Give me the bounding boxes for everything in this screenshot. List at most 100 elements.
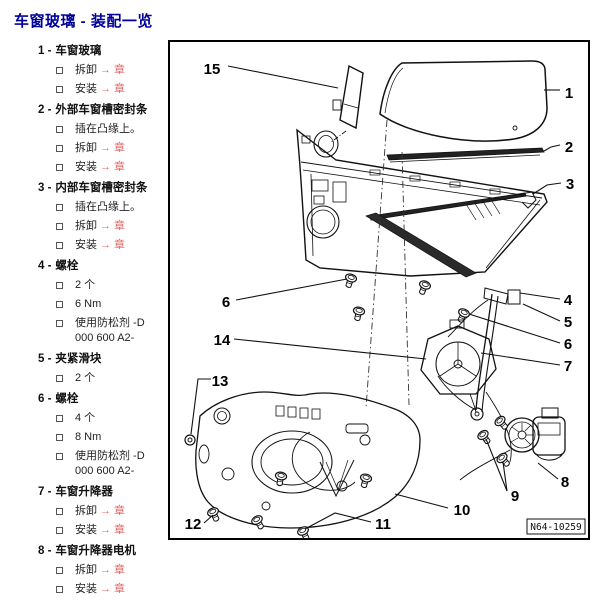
legend-sub: 拆卸→章: [56, 61, 170, 80]
callout-13: 13: [212, 373, 229, 390]
bullet-square-icon: [56, 204, 63, 211]
legend-item-header: 6 -螺栓: [38, 392, 170, 407]
legend-item-1: 1 -车窗玻璃 拆卸→章 安装→章: [38, 44, 170, 99]
bullet-square-icon: [56, 126, 63, 133]
sub-text: 安装: [75, 583, 97, 595]
legend-sub: 8 Nm: [56, 428, 170, 447]
figure-code-label: N64-10259: [530, 522, 582, 533]
sub-text: 拆卸: [75, 505, 97, 517]
item-label: 车窗升降器: [55, 486, 113, 498]
bullet-square-icon: [56, 242, 63, 249]
item-label: 夹紧滑块: [55, 353, 102, 365]
chapter-link[interactable]: 章: [114, 64, 125, 76]
callout-4: 4: [564, 292, 573, 309]
sub-text: 插在凸缘上。: [75, 201, 141, 213]
item-label: 螺栓: [55, 260, 79, 272]
item-number: 6 -: [38, 393, 52, 405]
legend-item-4: 4 -螺栓 2 个 6 Nm 使用防松剂 -D 000 600 A2-: [38, 259, 170, 348]
legend-sub: 安装→章: [56, 158, 170, 177]
bullet-square-icon: [56, 567, 63, 574]
arrow-right-icon: →: [100, 239, 111, 251]
legend-item-7: 7 -车窗升降器 拆卸→章 安装→章: [38, 485, 170, 540]
item-number: 5 -: [38, 353, 52, 365]
chapter-link[interactable]: 章: [114, 142, 125, 154]
bullet-square-icon: [56, 67, 63, 74]
arrow-right-icon: →: [100, 161, 111, 173]
item-label: 车窗玻璃: [55, 45, 102, 57]
bullet-square-icon: [56, 375, 63, 382]
legend-sub: 安装→章: [56, 236, 170, 255]
sub-text: 拆卸: [75, 220, 97, 232]
legend-item-header: 8 -车窗升降器电机: [38, 544, 170, 559]
callout-11: 11: [375, 516, 391, 533]
sub-text: 使用防松剂 -D 000 600 A2-: [75, 317, 145, 344]
callout-numbers: 15 1 2 3 4 5 6 7 8 9 10 11 12 13 14 6: [185, 61, 575, 533]
bullet-square-icon: [56, 301, 63, 308]
chapter-link[interactable]: 章: [114, 239, 125, 251]
callout-6-left: 6: [222, 294, 230, 311]
window-glass: [379, 60, 548, 142]
bullet-square-icon: [56, 586, 63, 593]
legend-sub: 插在凸缘上。: [56, 198, 170, 217]
bullet-square-icon: [56, 434, 63, 441]
callout-1: 1: [565, 85, 573, 102]
sub-text: 拆卸: [75, 64, 97, 76]
sub-text: 使用防松剂 -D 000 600 A2-: [75, 450, 145, 477]
legend-sub: 安装→章: [56, 580, 170, 599]
sub-text: 拆卸: [75, 564, 97, 576]
legend-item-header: 5 -夹紧滑块: [38, 352, 170, 367]
chapter-link[interactable]: 章: [114, 83, 125, 95]
chapter-link[interactable]: 章: [114, 524, 125, 536]
sub-text: 安装: [75, 83, 97, 95]
bullet-square-icon: [56, 320, 63, 327]
callout-14: 14: [214, 332, 231, 349]
legend-sub: 安装→章: [56, 80, 170, 99]
bullet-square-icon: [56, 282, 63, 289]
arrow-right-icon: →: [100, 583, 111, 595]
arrow-right-icon: →: [100, 83, 111, 95]
callout-5: 5: [564, 314, 572, 331]
bullet-square-icon: [56, 86, 63, 93]
legend-sub: 使用防松剂 -D 000 600 A2-: [56, 314, 170, 348]
callout-2: 2: [565, 139, 573, 156]
legend-sub: 2 个: [56, 369, 170, 388]
leader-lines: [190, 65, 562, 530]
sub-text: 拆卸: [75, 142, 97, 154]
arrow-right-icon: →: [100, 142, 111, 154]
legend-item-header: 2 -外部车窗槽密封条: [38, 103, 170, 118]
screw-icons-bottom: [205, 505, 313, 538]
item-number: 7 -: [38, 486, 52, 498]
bullet-square-icon: [56, 453, 63, 460]
chapter-link[interactable]: 章: [114, 564, 125, 576]
legend-sub: 6 Nm: [56, 295, 170, 314]
legend-sub: 拆卸→章: [56, 561, 170, 580]
sub-text: 2 个: [75, 279, 96, 291]
chapter-link[interactable]: 章: [114, 220, 125, 232]
arrow-right-icon: →: [100, 524, 111, 536]
callout-15: 15: [204, 61, 221, 78]
legend-item-header: 4 -螺栓: [38, 259, 170, 274]
bullet-square-icon: [56, 145, 63, 152]
legend-item-6: 6 -螺栓 4 个 8 Nm 使用防松剂 -D 000 600 A2-: [38, 392, 170, 481]
item-label: 螺栓: [55, 393, 79, 405]
legend-sub: 拆卸→章: [56, 502, 170, 521]
legend-sub: 拆卸→章: [56, 139, 170, 158]
item-number: 1 -: [38, 45, 52, 57]
legend-sub: 插在凸缘上。: [56, 120, 170, 139]
grommet-icon: [184, 434, 196, 446]
bullet-square-icon: [56, 527, 63, 534]
door-panel: [296, 128, 548, 278]
chapter-link[interactable]: 章: [114, 505, 125, 517]
legend-sub: 安装→章: [56, 521, 170, 540]
sub-text: 安装: [75, 161, 97, 173]
item-label: 内部车窗槽密封条: [55, 182, 148, 194]
legend-item-8: 8 -车窗升降器电机 拆卸→章 安装→章: [38, 544, 170, 599]
arrow-right-icon: →: [100, 564, 111, 576]
chapter-link[interactable]: 章: [114, 161, 125, 173]
carrier-plate: [195, 391, 421, 529]
callout-8: 8: [561, 474, 569, 491]
legend-item-header: 3 -内部车窗槽密封条: [38, 181, 170, 196]
chapter-link[interactable]: 章: [114, 583, 125, 595]
sub-text: 插在凸缘上。: [75, 123, 141, 135]
legend-item-header: 7 -车窗升降器: [38, 485, 170, 500]
